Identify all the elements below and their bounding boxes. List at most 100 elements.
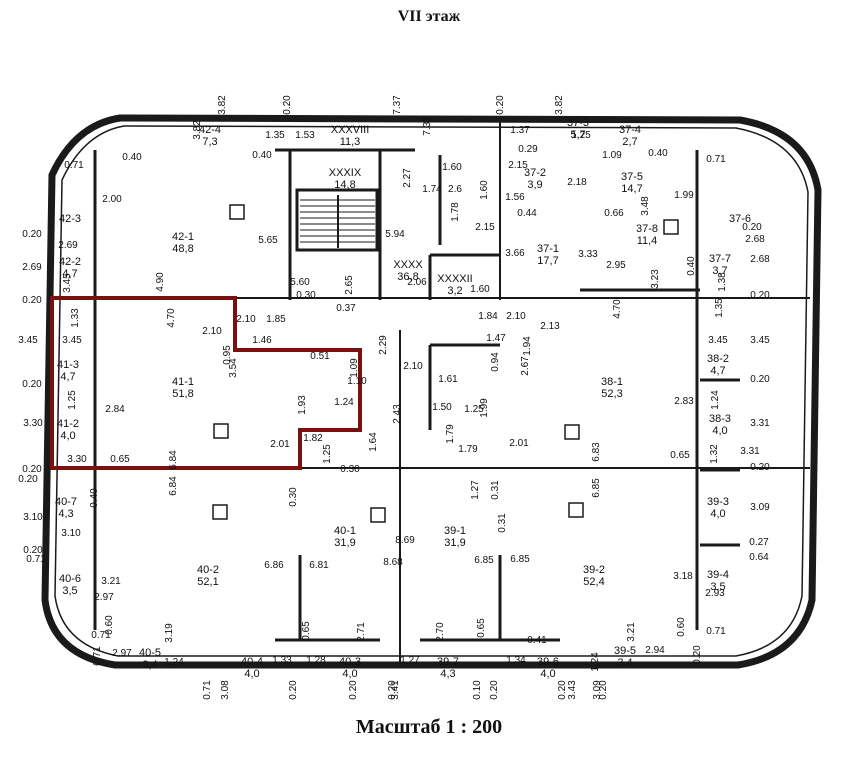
dimension-label: 3.19 — [164, 623, 175, 643]
dimension-label: 3.45 — [62, 273, 73, 293]
room-area: 4,0 — [342, 668, 357, 680]
dimension-label: 6.84 — [168, 476, 179, 496]
dimension-label: 2.29 — [378, 335, 389, 355]
dimension-label: 7.37 — [392, 95, 403, 115]
dimension-label: 2.10 — [506, 311, 526, 322]
dimension-label: 0.40 — [89, 488, 100, 508]
dimension-label: 0.66 — [604, 208, 624, 219]
room-name: 40-3 — [339, 656, 361, 668]
dimension-label: 3.45 — [708, 335, 728, 346]
room-name: 40-4 — [241, 656, 263, 668]
dimension-label: 1.09 — [349, 358, 360, 378]
outer-wall-inner — [54, 125, 809, 657]
room-area: 4,0 — [540, 668, 555, 680]
dimension-label: 0.60 — [676, 617, 687, 637]
dimension-label: 0.40 — [122, 152, 142, 163]
room-name: XXXIX — [329, 167, 362, 179]
dimension-label: 0.20 — [22, 464, 42, 475]
dimension-label: 3.09 — [750, 502, 770, 513]
dimension-label: 6.85 — [474, 555, 494, 566]
dimension-label: 0.30 — [288, 487, 299, 507]
scale-label: Масштаб 1 : 200 — [355, 716, 503, 738]
dimension-label: 2.95 — [606, 260, 626, 271]
dimension-label: 2.00 — [102, 194, 122, 205]
dimension-label: 3.54 — [228, 358, 239, 378]
dimension-label: 1.82 — [303, 433, 323, 444]
dimension-label: 2.15 — [475, 222, 495, 233]
dimension-label: 1.35 — [714, 298, 725, 318]
dimension-label: 4.70 — [166, 308, 177, 328]
dimension-label: 0.20 — [750, 462, 770, 473]
dimension-label: 1.38 — [717, 272, 728, 292]
room-name: 38-2 — [707, 353, 729, 365]
dimension-label: 0.31 — [490, 480, 501, 500]
dimension-label: 1.24 — [334, 397, 354, 408]
dimension-label: 1.33 — [272, 655, 292, 666]
room-name: 37-7 — [709, 253, 731, 265]
dimension-label: 3.82 — [217, 95, 228, 115]
dimension-label: 0.20 — [742, 222, 762, 233]
room-name: 37-3 — [567, 117, 589, 129]
dimension-label: 1.56 — [505, 192, 525, 203]
room-name: 42-1 — [172, 231, 194, 243]
dimension-label: 2.84 — [105, 404, 125, 415]
dimension-label: 2.94 — [645, 645, 665, 656]
dimension-label: 0.71 — [26, 554, 46, 565]
dimension-label: 2.06 — [407, 277, 427, 288]
dimension-label: 2.18 — [567, 177, 587, 188]
dimension-label: 0.20 — [692, 645, 703, 665]
dimension-label: 2.67 — [520, 356, 531, 376]
room-name: 42-2 — [59, 256, 81, 268]
dimension-label: 2.69 — [22, 262, 42, 273]
room-area: 3,4 — [617, 657, 632, 669]
room-area: 4,7 — [710, 365, 725, 377]
dimension-label: 3.82 — [554, 95, 565, 115]
dimension-label: 0.31 — [497, 513, 508, 533]
dimension-label: 1.50 — [432, 402, 452, 413]
room-name: 37-4 — [619, 124, 641, 136]
dimension-label: 2.70 — [435, 622, 446, 642]
room-name: 39-6 — [537, 656, 559, 668]
dimension-label: 1.99 — [479, 398, 490, 418]
dimension-label: 0.20 — [750, 374, 770, 385]
dimension-label: 3.45 — [18, 335, 38, 346]
dimension-label: 1.32 — [709, 444, 720, 464]
dimension-label: 0.60 — [104, 615, 115, 635]
room-area: 4,7 — [62, 268, 77, 280]
dimension-label: 3.66 — [505, 248, 525, 259]
dimension-label: 2.69 — [58, 240, 78, 251]
dimension-label: 3.31 — [750, 418, 770, 429]
room-area: 31,9 — [444, 537, 465, 549]
room-name: XXXX — [393, 259, 423, 271]
dimension-label: 0.20 — [598, 680, 609, 700]
dimension-label: 1.74 — [422, 184, 442, 195]
room-area: 3,5 — [62, 585, 77, 597]
dimension-label: 3.21 — [101, 576, 121, 587]
room-name: 41-1 — [172, 376, 194, 388]
dimension-label: 3.45 — [62, 335, 82, 346]
dimension-label: 1.53 — [295, 130, 315, 141]
room-name: 37-2 — [524, 167, 546, 179]
dimension-label: 0.71 — [202, 680, 213, 700]
apartment-41-outline — [50, 296, 362, 470]
dimension-label: 6.83 — [591, 442, 602, 462]
dimension-label: 0.40 — [252, 150, 272, 161]
dimension-label: 0.71 — [64, 160, 84, 171]
dimension-label: 1.79 — [458, 444, 478, 455]
dimension-label: 2.97 — [94, 592, 114, 603]
dimension-label: 1.60 — [442, 162, 462, 173]
dimension-label: 1.35 — [265, 130, 285, 141]
dimension-label: 3.31 — [740, 446, 760, 457]
room-name: 42-4 — [199, 124, 221, 136]
dimension-label: 3.48 — [640, 196, 651, 216]
dimension-label: 1.37 — [510, 125, 530, 136]
dimension-label: 1.46 — [252, 335, 272, 346]
dimension-label: 0.51 — [310, 351, 330, 362]
dimension-label: 2.27 — [402, 168, 413, 188]
dimension-label: 1.60 — [470, 284, 490, 295]
dimension-label: 1.84 — [478, 311, 498, 322]
dimension-label: 2.15 — [508, 160, 528, 171]
dimension-label: 2.10 — [202, 326, 222, 337]
